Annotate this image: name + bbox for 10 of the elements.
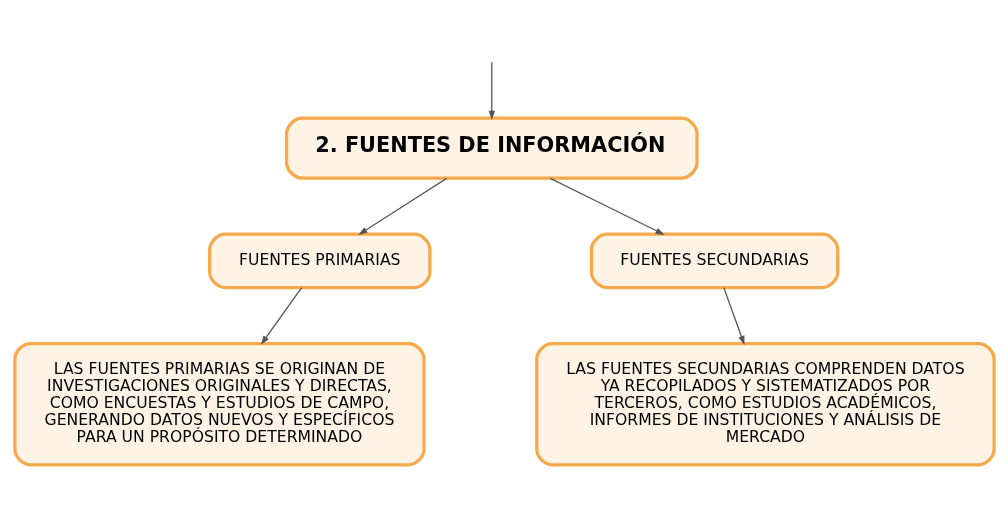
node-box: 2. FUENTES DE INFORMACIÓN (284, 116, 699, 180)
node-box: FUENTES SECUNDARIAS (589, 232, 839, 290)
node-box: LAS FUENTES SECUNDARIAS COMPRENDEN DATOS YA RECOPILADOS Y SISTEMATIZADOS POR TERCEROS, COMO ESTUDIOS ACADÉMICOS, INFORMES DE INSTITUCIONES Y ANÁLISIS DE MERCADO (534, 342, 996, 467)
node-box: LAS FUENTES PRIMARIAS SE ORIGINAN DE INVESTIGACIONES ORIGINALES Y DIRECTAS, COMO ENCUESTAS Y ESTUDIOS DE CAMPO, GENERANDO DATOS NUEVOS Y ESPECÍFICOS PARA UN PROPÓSITO DETERMINADO (12, 342, 426, 467)
arrow (357, 177, 447, 235)
arrow (722, 287, 744, 345)
arrow (488, 61, 495, 120)
arrow (549, 177, 665, 235)
node-box: FUENTES PRIMARIAS (207, 232, 432, 290)
arrow (260, 287, 302, 345)
